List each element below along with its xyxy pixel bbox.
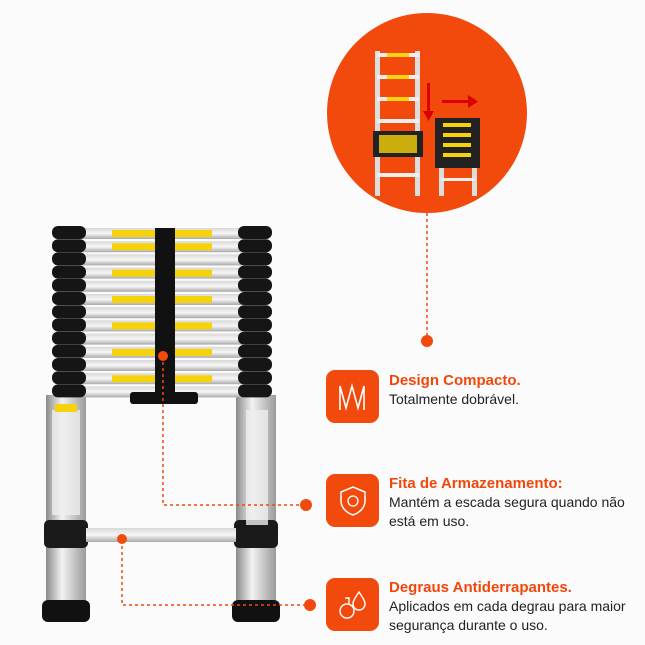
ladder-rung: [238, 384, 272, 398]
feature-antislip-icon-box: [326, 578, 379, 631]
ladder-rung: [238, 265, 272, 279]
ladder-rung: [52, 252, 86, 266]
feature-title: Degraus Antiderrapantes.: [389, 579, 572, 596]
ladder-rung: [238, 305, 272, 319]
feature-strap: Fita de Armazenamento: Mantém a escada s…: [389, 475, 639, 531]
ladder-rung: [238, 239, 272, 253]
ladder-rung: [238, 331, 272, 345]
shield-icon: [339, 485, 366, 516]
feature-title: Design Compacto.: [389, 372, 521, 389]
feature-description: Totalmente dobrável.: [389, 391, 519, 407]
ladder-rung: [52, 344, 86, 358]
feature-compact-icon-box: [326, 370, 379, 423]
compact-demo-circle: [327, 13, 527, 213]
ladder-rung: [52, 265, 86, 279]
ladder-rung: [238, 292, 272, 305]
ladder-rung: [238, 318, 272, 332]
ladder-rung: [52, 318, 86, 332]
feature-description: Aplicados em cada degrau para maior segu…: [389, 598, 626, 633]
ladder-rung: [52, 278, 86, 292]
ladder-fold-illustration: [373, 51, 480, 196]
feature-description: Mantém a escada segura quando não está e…: [389, 494, 625, 529]
ladder-rung: [52, 331, 86, 345]
ladder-rung: [238, 226, 272, 239]
ladder-rung: [238, 371, 272, 385]
anti-slip-drops-icon: [338, 590, 366, 619]
ladder-rung: [52, 292, 86, 305]
zigzag-compact-icon: [338, 382, 365, 411]
ladder-rung: [52, 384, 86, 398]
ladder-rung: [52, 226, 86, 239]
ladder-rung: [238, 344, 272, 358]
ladder-rung: [52, 358, 86, 371]
ladder-rung: [238, 278, 272, 292]
feature-compact: Design Compacto. Totalmente dobrável.: [389, 372, 639, 409]
ladder-rung: [52, 239, 86, 253]
feature-title: Fita de Armazenamento:: [389, 475, 563, 492]
feature-strap-icon-box: [326, 474, 379, 527]
ladder-rung: [238, 252, 272, 266]
ladder-rung: [52, 305, 86, 319]
ladder-rung: [52, 371, 86, 385]
ladder-rung: [238, 358, 272, 371]
feature-antislip: Degraus Antiderrapantes. Aplicados em ca…: [389, 579, 639, 635]
